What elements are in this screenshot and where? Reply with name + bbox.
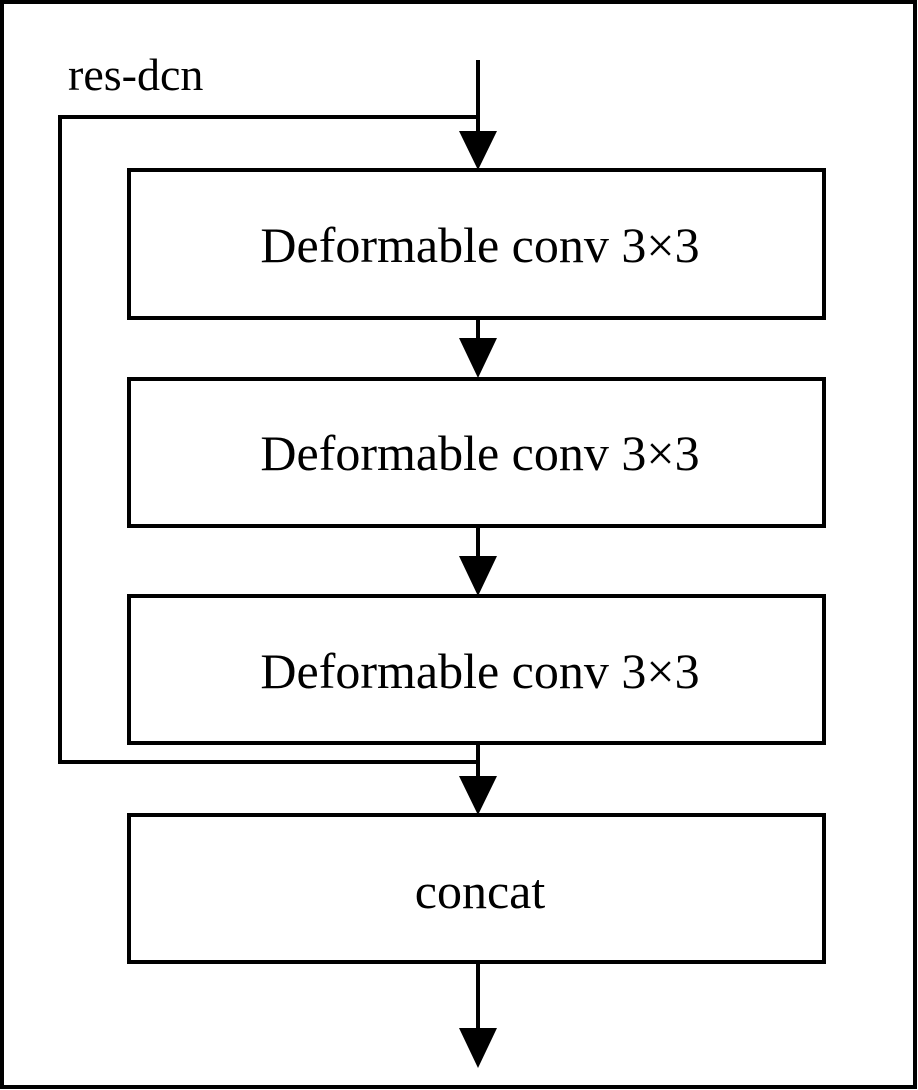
skip-connection-label: res-dcn (68, 49, 203, 100)
block-box (127, 594, 826, 745)
block-box (127, 377, 826, 528)
arrow-3-concat-head (459, 776, 497, 815)
deformable-conv-block-3: Deformable conv 3×3 (127, 594, 826, 745)
block-label: Deformable conv 3×3 (260, 425, 699, 481)
output-arrowhead (459, 1028, 497, 1068)
skip-connection-path (58, 115, 478, 764)
input-arrowhead (459, 131, 497, 170)
block-label: Deformable conv 3×3 (260, 217, 699, 273)
block-box (127, 168, 826, 320)
deformable-conv-block-2: Deformable conv 3×3 (127, 377, 826, 528)
block-label: concat (415, 863, 546, 919)
arrow-1-2-head (459, 338, 497, 378)
block-label: Deformable conv 3×3 (260, 643, 699, 699)
arrow-2-3-head (459, 556, 497, 596)
deformable-conv-block-1: Deformable conv 3×3 (127, 168, 826, 320)
concat-block: concat (127, 813, 826, 964)
